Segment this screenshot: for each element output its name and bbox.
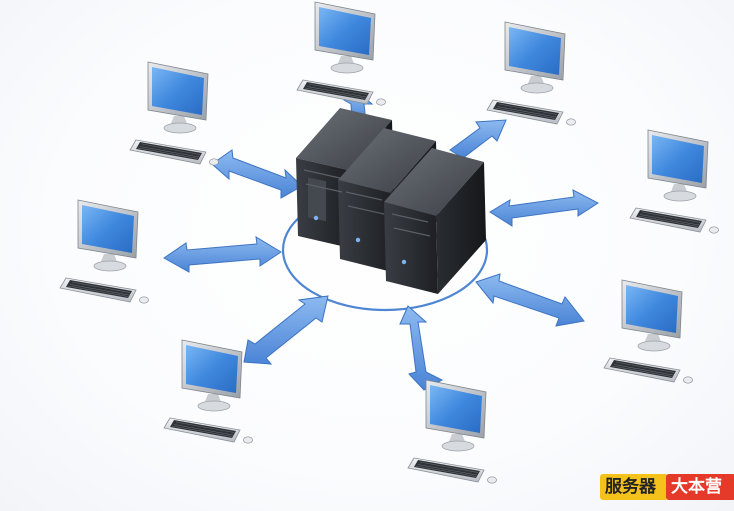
computer-top	[296, 1, 386, 106]
server-rack	[296, 108, 486, 294]
computer-top-right	[486, 21, 576, 126]
arrow-bottom-right	[475, 273, 585, 327]
computer-top-left	[129, 61, 219, 166]
computer-bottom-right	[603, 279, 693, 384]
arrow-top-right	[449, 119, 507, 159]
server-tower-3	[384, 148, 486, 294]
computer-left	[59, 199, 149, 304]
computer-bottom-left	[163, 339, 253, 444]
watermark-part1: 服务器	[600, 474, 668, 500]
computer-right	[629, 129, 719, 234]
arrow-top-left	[211, 149, 303, 199]
arrow-bottom-left	[243, 295, 329, 365]
arrow-bottom	[399, 305, 444, 391]
computer-bottom	[407, 379, 497, 484]
arrow-left	[163, 236, 282, 273]
arrow-right	[489, 189, 599, 227]
watermark-part2: 大本营	[666, 474, 734, 500]
